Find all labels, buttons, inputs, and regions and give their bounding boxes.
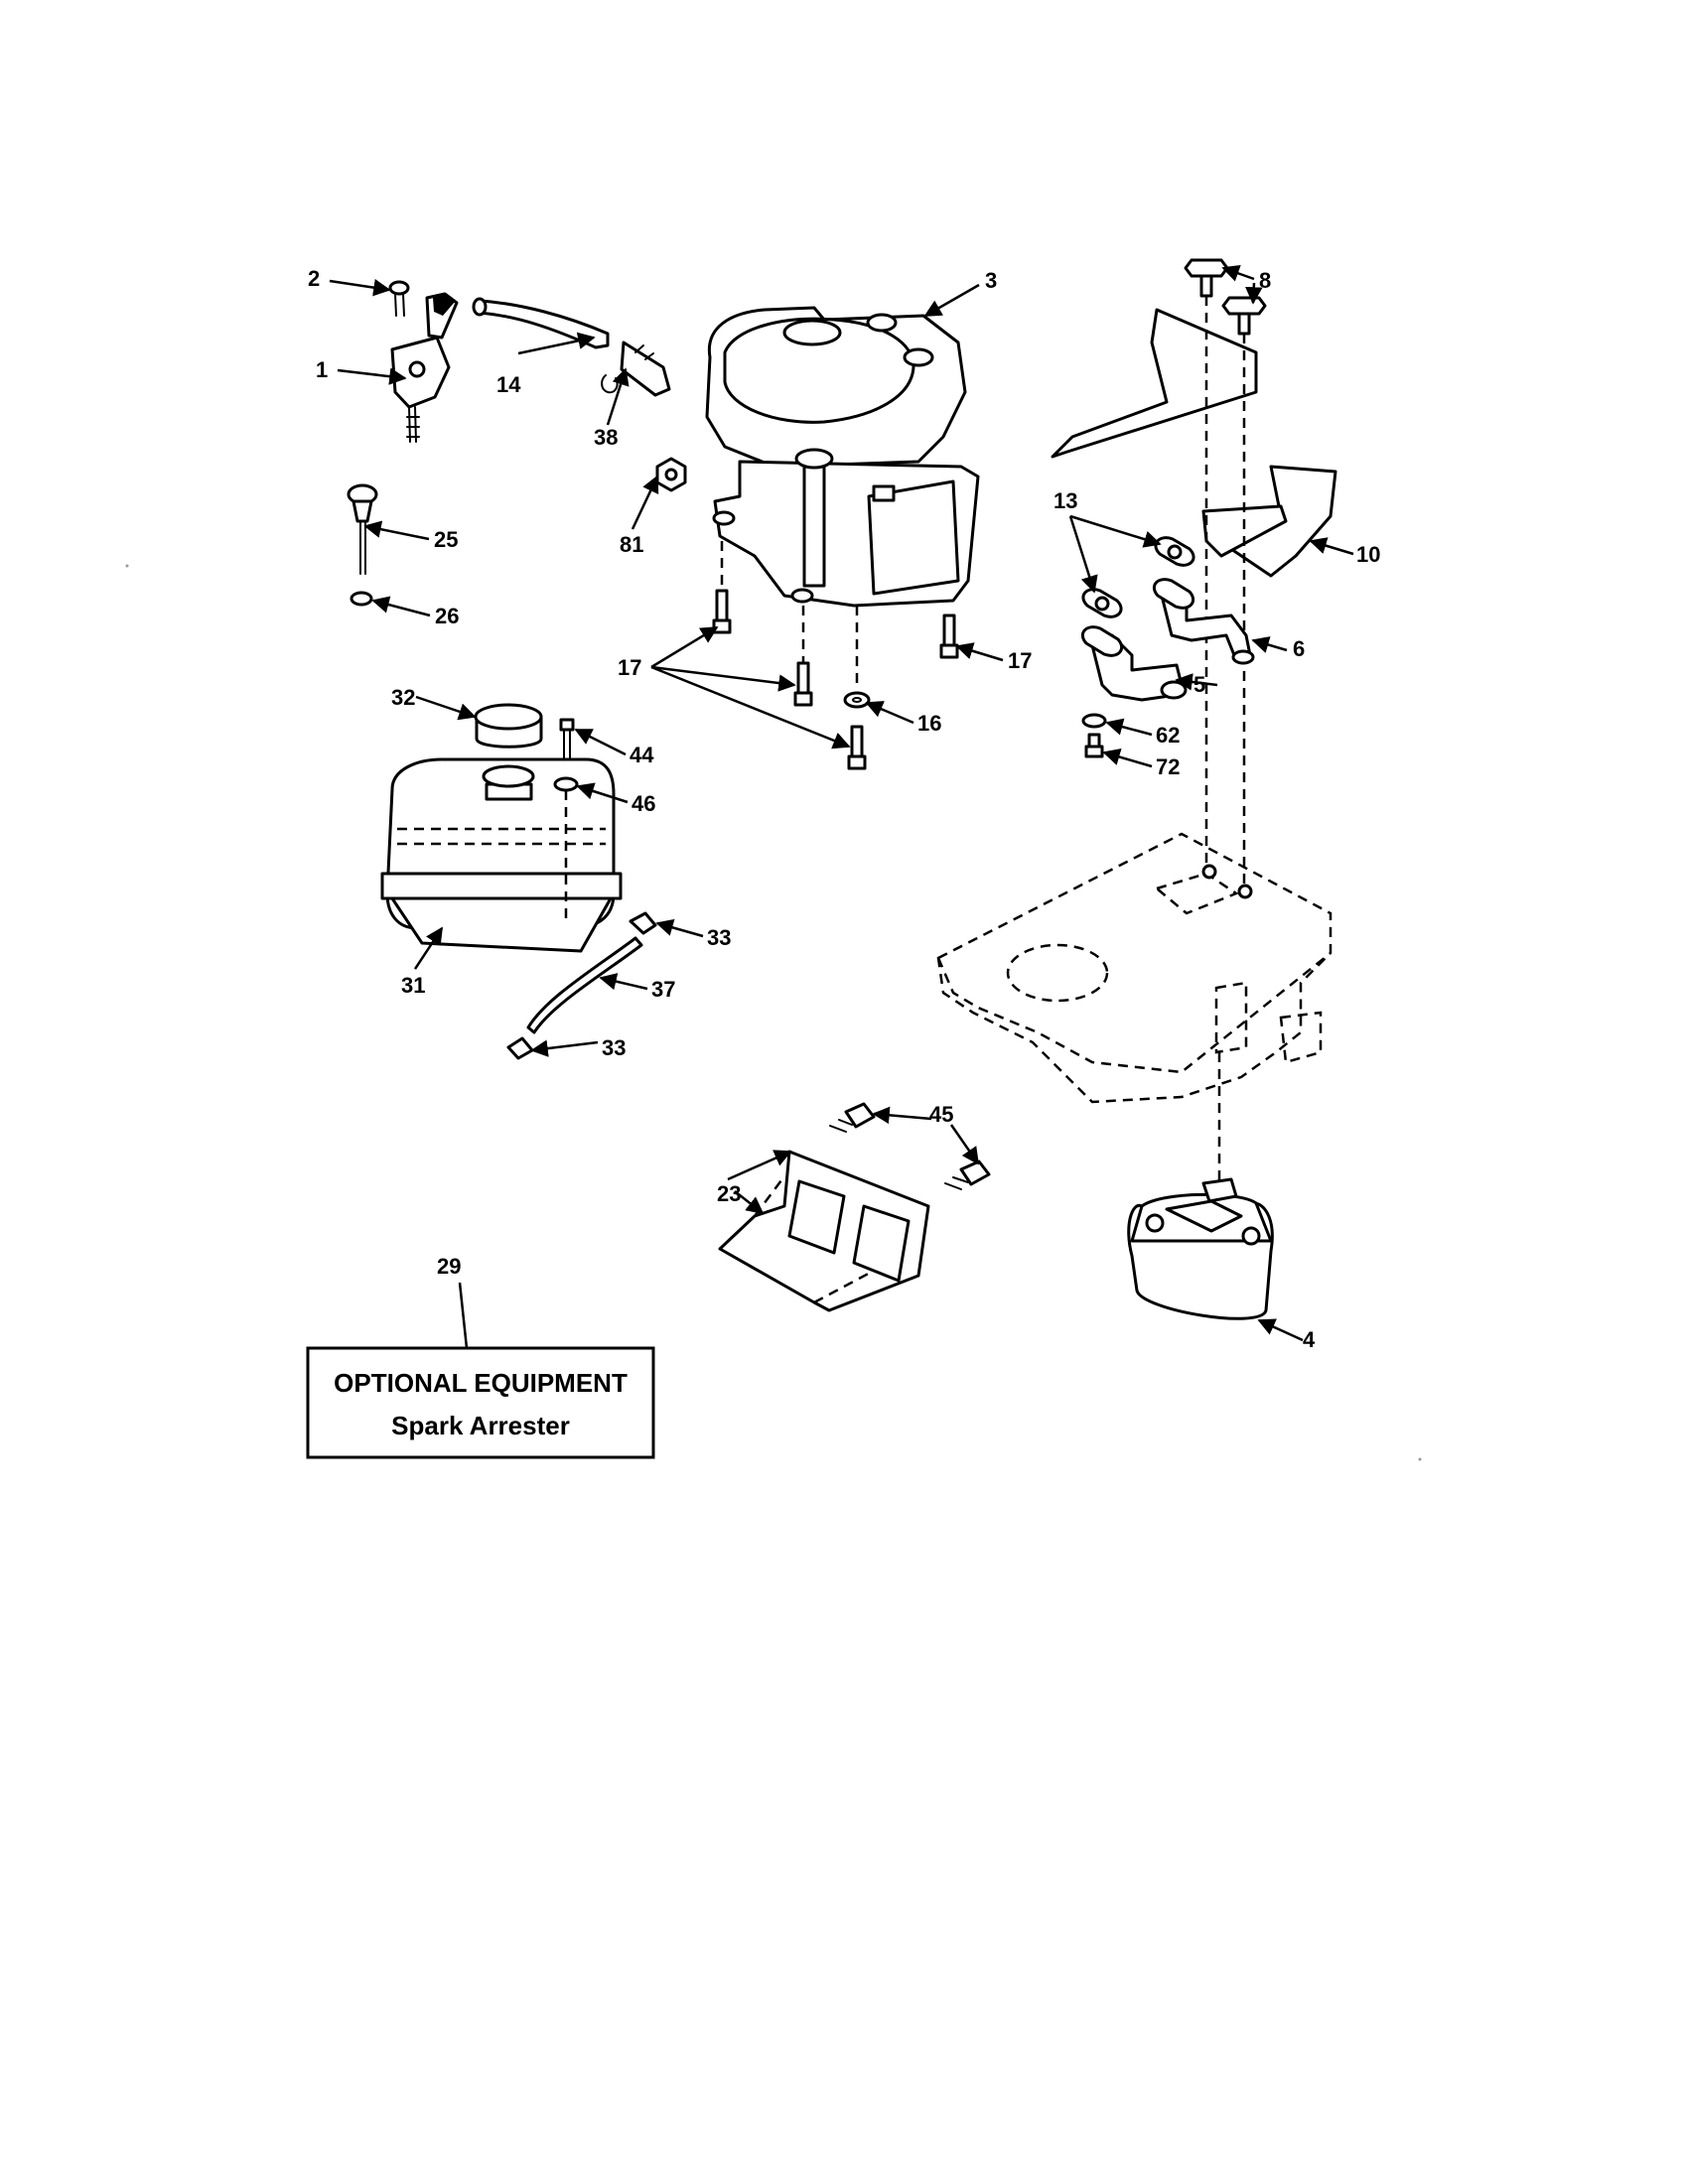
exhaust-pipe-part <box>1152 578 1255 665</box>
fuel-hose-part <box>506 911 657 1060</box>
callout-4: 4 <box>1303 1327 1316 1352</box>
heat-shield-part <box>1051 308 1337 578</box>
nut-part <box>655 457 687 492</box>
callout-25: 25 <box>434 527 458 552</box>
fuel-line-part <box>472 297 610 349</box>
bolt-part <box>829 1102 876 1133</box>
bolt-part <box>847 606 867 770</box>
callout-29: 29 <box>437 1254 461 1279</box>
callout-10: 10 <box>1356 542 1380 567</box>
optional-equipment-title: OPTIONAL EQUIPMENT <box>334 1368 628 1398</box>
bolt-part <box>1184 258 1229 864</box>
o-ring-part <box>350 591 373 607</box>
bolt-part <box>1221 296 1267 888</box>
callout-17-right: 17 <box>1008 648 1032 673</box>
callout-62: 62 <box>1156 723 1180 748</box>
callout-31: 31 <box>401 973 425 998</box>
callout-2: 2 <box>308 266 320 291</box>
callout-5: 5 <box>1193 672 1205 697</box>
bolt-part <box>944 1160 991 1190</box>
spark-arrester-label: Spark Arrester <box>391 1411 570 1440</box>
exhaust-pipe-part <box>1080 625 1188 702</box>
callout-23: 23 <box>717 1181 741 1206</box>
screw-part <box>388 280 410 317</box>
fuel-tank-part <box>380 757 623 953</box>
chassis-plate <box>936 832 1333 1104</box>
callout-72: 72 <box>1156 754 1180 779</box>
callout-45: 45 <box>929 1102 953 1127</box>
bolt-part <box>793 606 813 707</box>
gasket-part <box>1154 536 1195 567</box>
callout-38: 38 <box>594 425 618 450</box>
callout-37: 37 <box>651 977 675 1002</box>
bolt-part <box>1084 733 1104 758</box>
callout-8: 8 <box>1259 268 1271 293</box>
callout-81: 81 <box>620 532 643 557</box>
bolt-part <box>939 614 959 659</box>
fuel-filter-part <box>601 341 671 397</box>
callout-33-bottom: 33 <box>602 1035 626 1060</box>
callout-14: 14 <box>496 372 521 397</box>
callout-32: 32 <box>391 685 415 710</box>
callout-44: 44 <box>630 743 654 767</box>
callout-33-top: 33 <box>707 925 731 950</box>
throttle-control-part <box>390 292 459 443</box>
screw-part <box>559 718 575 760</box>
shield-plate-part <box>718 1150 930 1312</box>
callout-13: 13 <box>1053 488 1077 513</box>
dipstick-part <box>347 483 378 575</box>
callout-3: 3 <box>985 268 997 293</box>
washer-part <box>843 691 871 709</box>
washer-part <box>1081 713 1107 729</box>
muffler-part <box>1127 1052 1274 1320</box>
callout-46: 46 <box>632 791 655 816</box>
bolt-part <box>712 541 732 634</box>
callout-26: 26 <box>435 604 459 628</box>
callout-6: 6 <box>1293 636 1305 661</box>
optional-equipment-box: OPTIONAL EQUIPMENT Spark Arrester <box>306 1346 655 1459</box>
fuel-cap-part <box>474 703 543 749</box>
gasket-part <box>1081 588 1123 618</box>
engine-part <box>705 306 980 608</box>
callout-16: 16 <box>917 711 941 736</box>
callout-labels: 1 2 3 4 5 6 8 10 13 14 16 17 17 23 25 26… <box>308 266 1380 1352</box>
leader-lines <box>329 265 1354 1349</box>
callout-17-left: 17 <box>618 655 641 680</box>
callout-1: 1 <box>316 357 328 382</box>
